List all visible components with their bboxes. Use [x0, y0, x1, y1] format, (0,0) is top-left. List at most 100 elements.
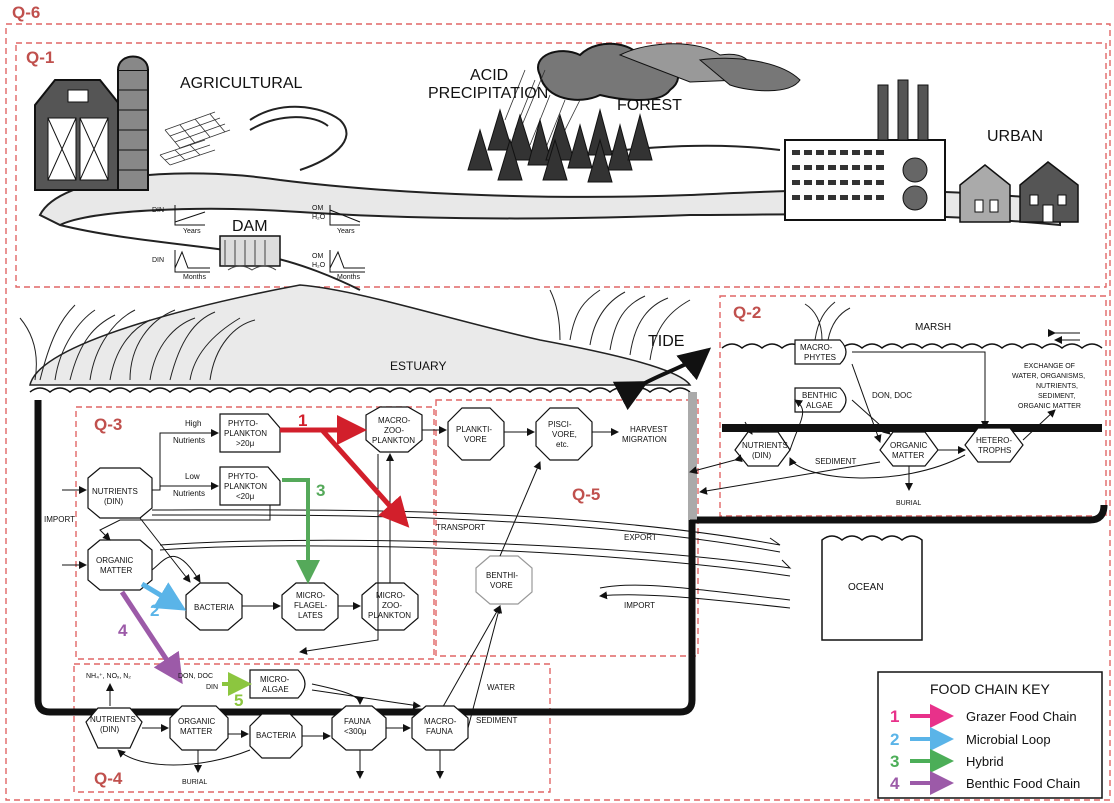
svg-text:H₂O: H₂O	[312, 262, 326, 269]
water-flows	[62, 426, 619, 713]
houses-icon	[959, 161, 1079, 223]
svg-text:VORE,: VORE,	[552, 430, 577, 439]
svg-text:PLANKTON: PLANKTON	[372, 436, 415, 445]
q4-label: Q-4	[94, 769, 123, 788]
svg-text:ALGAE: ALGAE	[262, 685, 289, 694]
svg-text:Microbial Loop: Microbial Loop	[966, 732, 1051, 747]
transport-flow	[151, 509, 781, 553]
grazer-pathway-arrow-2	[320, 428, 410, 528]
q5-box	[435, 399, 699, 657]
svg-text:FAUNA: FAUNA	[344, 717, 371, 726]
nh4-label: NH₄⁺, NOₓ, N₂	[86, 673, 131, 680]
svg-text:ORGANIC MATTER: ORGANIC MATTER	[1018, 403, 1081, 410]
bacteria-node	[185, 582, 243, 631]
pathway-4-number: 4	[118, 621, 128, 640]
svg-text:MACRO-: MACRO-	[378, 416, 411, 425]
benthic-burial: BURIAL	[182, 779, 207, 786]
key-item-microbial: 2 Microbial Loop	[890, 727, 1051, 751]
svg-text:Years: Years	[337, 228, 355, 235]
svg-text:etc.: etc.	[556, 440, 569, 449]
food-chain-key	[877, 671, 1103, 799]
svg-text:Hybrid: Hybrid	[966, 754, 1004, 769]
svg-text:ZOO-: ZOO-	[384, 426, 404, 435]
q2-box	[719, 295, 1107, 517]
svg-text:TROPHS: TROPHS	[978, 446, 1011, 455]
export-flow	[159, 539, 792, 577]
estuary-water	[29, 284, 692, 386]
marsh-surface	[721, 343, 1103, 349]
microzooplankton-node	[361, 582, 419, 631]
q2-label: Q-2	[733, 303, 761, 322]
benthic-din: DIN	[206, 684, 218, 691]
benthic-sediment-label: SEDIMENT	[476, 716, 517, 725]
svg-text:FAUNA: FAUNA	[426, 727, 453, 736]
forest-label: FOREST	[617, 97, 682, 114]
transport-label: TRANSPORT	[436, 523, 485, 532]
marsh-label: MARSH	[915, 322, 951, 333]
svg-text:2: 2	[890, 730, 899, 749]
dam-icon	[219, 235, 281, 271]
microbial-pathway-arrow	[140, 581, 187, 611]
svg-text:PLANKTON: PLANKTON	[368, 611, 411, 620]
svg-text:1: 1	[890, 707, 899, 726]
reeds-marsh-icon	[804, 301, 851, 341]
q3-label: Q-3	[94, 415, 122, 434]
svg-text:MATTER: MATTER	[100, 566, 133, 575]
svg-text:H₂O: H₂O	[312, 214, 326, 221]
key-item-hybrid: 3 Hybrid	[890, 749, 1004, 773]
svg-text:ZOO-: ZOO-	[382, 601, 402, 610]
svg-text:LATES: LATES	[298, 611, 323, 620]
svg-text:Nutrients: Nutrients	[173, 436, 205, 445]
estuary-basin-boundary	[34, 400, 1108, 716]
svg-text:NUTRIENTS: NUTRIENTS	[90, 715, 136, 724]
microalgae-node	[249, 669, 306, 699]
svg-text:WATER, ORGANISMS,: WATER, ORGANISMS,	[1012, 373, 1085, 380]
phytoplankton-large-node	[219, 413, 281, 453]
crop-fields-icon	[159, 111, 231, 166]
macrozooplankton-node	[365, 406, 423, 453]
river-tributary	[249, 105, 348, 171]
estuary-surface	[29, 387, 691, 393]
water-organic-node	[87, 539, 153, 591]
planktivore-node	[447, 407, 505, 461]
hybrid-pathway-arrow	[282, 478, 320, 584]
fauna-node	[331, 705, 387, 751]
agricultural-label: AGRICULTURAL	[180, 75, 302, 92]
forest-trees-icon	[467, 108, 653, 183]
svg-text:(DIN): (DIN)	[104, 497, 123, 506]
export-label: EXPORT	[624, 533, 657, 542]
benthic-algae-node	[794, 387, 847, 413]
heterotrophs-node	[964, 427, 1024, 463]
benthivore-node	[475, 555, 533, 605]
svg-text:PHYTO-: PHYTO-	[228, 472, 258, 481]
svg-text:High: High	[185, 419, 201, 428]
svg-text:MACRO-: MACRO-	[800, 343, 833, 352]
acid-rain-cloud-icon	[504, 42, 801, 151]
benthic-flows	[106, 605, 503, 779]
ocean-import-label: IMPORT	[624, 601, 655, 610]
migration-label: MIGRATION	[622, 435, 667, 444]
ocean-label: OCEAN	[848, 582, 884, 593]
marsh-sediment-line	[722, 424, 1102, 432]
svg-text:PHYTO-: PHYTO-	[228, 419, 258, 428]
svg-text:SEDIMENT,: SEDIMENT,	[1038, 393, 1075, 400]
svg-text:<300μ: <300μ	[344, 727, 367, 736]
benthic-water-label: WATER	[487, 683, 515, 692]
ocean-icon	[821, 535, 923, 641]
q3-box	[75, 406, 435, 660]
urban-label: URBAN	[987, 128, 1043, 145]
water-import-label: IMPORT	[44, 515, 75, 524]
svg-text:(DIN): (DIN)	[752, 451, 771, 460]
svg-text:MACRO-: MACRO-	[424, 717, 457, 726]
marsh-don-doc: DON, DOC	[872, 391, 912, 400]
svg-text:MATTER: MATTER	[180, 727, 213, 736]
svg-text:VORE: VORE	[464, 435, 487, 444]
om-months-graph: OM H₂O Months	[312, 250, 365, 281]
q5-label: Q-5	[572, 485, 600, 504]
macrofauna-node	[411, 705, 469, 751]
pathway-1-number: 1	[298, 411, 307, 430]
svg-text:VORE: VORE	[490, 581, 513, 590]
pathway-5-number: 5	[234, 691, 243, 710]
svg-text:PHYTES: PHYTES	[804, 353, 836, 362]
